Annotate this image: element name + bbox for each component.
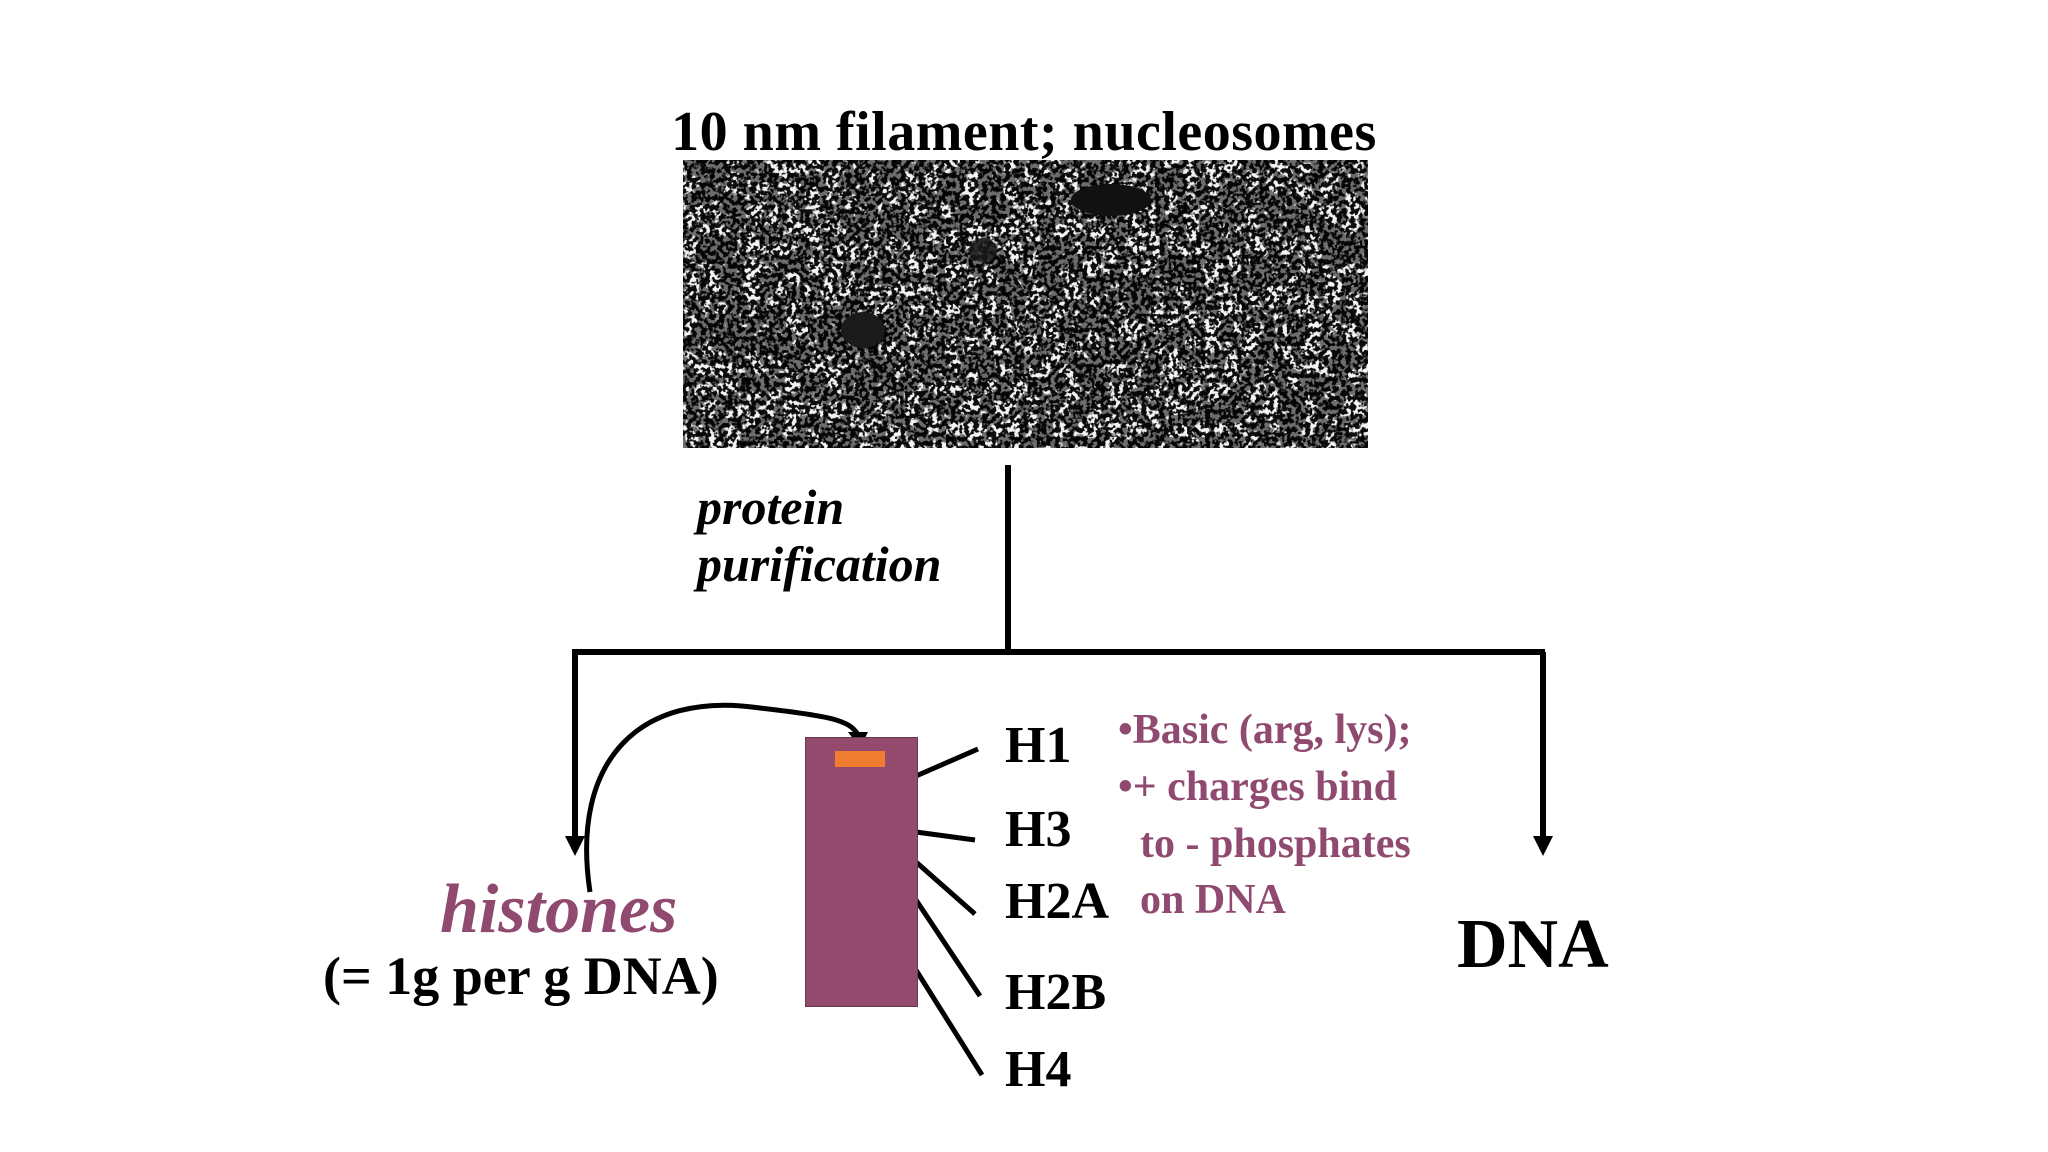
gel-well [835,751,885,767]
gel-lane [805,737,918,1007]
band-line-h3 [915,829,976,843]
histone-ratio-label: (= 1g per g DNA) [323,946,719,1006]
curved-arrow-to-gel [584,702,861,893]
note-line-4: on DNA [1140,877,1286,923]
band-label-h3: H3 [1005,801,1072,858]
dna-label: DNA [1457,906,1609,983]
band-label-h4: H4 [1005,1041,1072,1098]
band-line-h4 [913,968,985,1077]
band-label-h2a: H2A [1005,873,1109,930]
method-label-line1: protein [697,479,845,535]
right-arrowhead [1533,836,1553,856]
method-label-line2: purification [697,536,942,592]
left-arrowhead [565,836,585,856]
note-line-1: •Basic (arg, lys); [1118,707,1412,753]
electron-micrograph-image [683,160,1368,448]
diagram-title: 10 nm filament; nucleosomes [671,101,1377,163]
note-line-3: to - phosphates [1140,821,1411,867]
histones-label: histones [440,871,678,948]
band-line-h2a [914,860,977,916]
band-line-h2b [913,898,983,998]
band-label-h1: H1 [1005,717,1072,774]
band-line-h1 [915,746,979,779]
band-label-h2b: H2B [1005,964,1107,1021]
note-line-2: •+ charges bind [1118,764,1398,810]
